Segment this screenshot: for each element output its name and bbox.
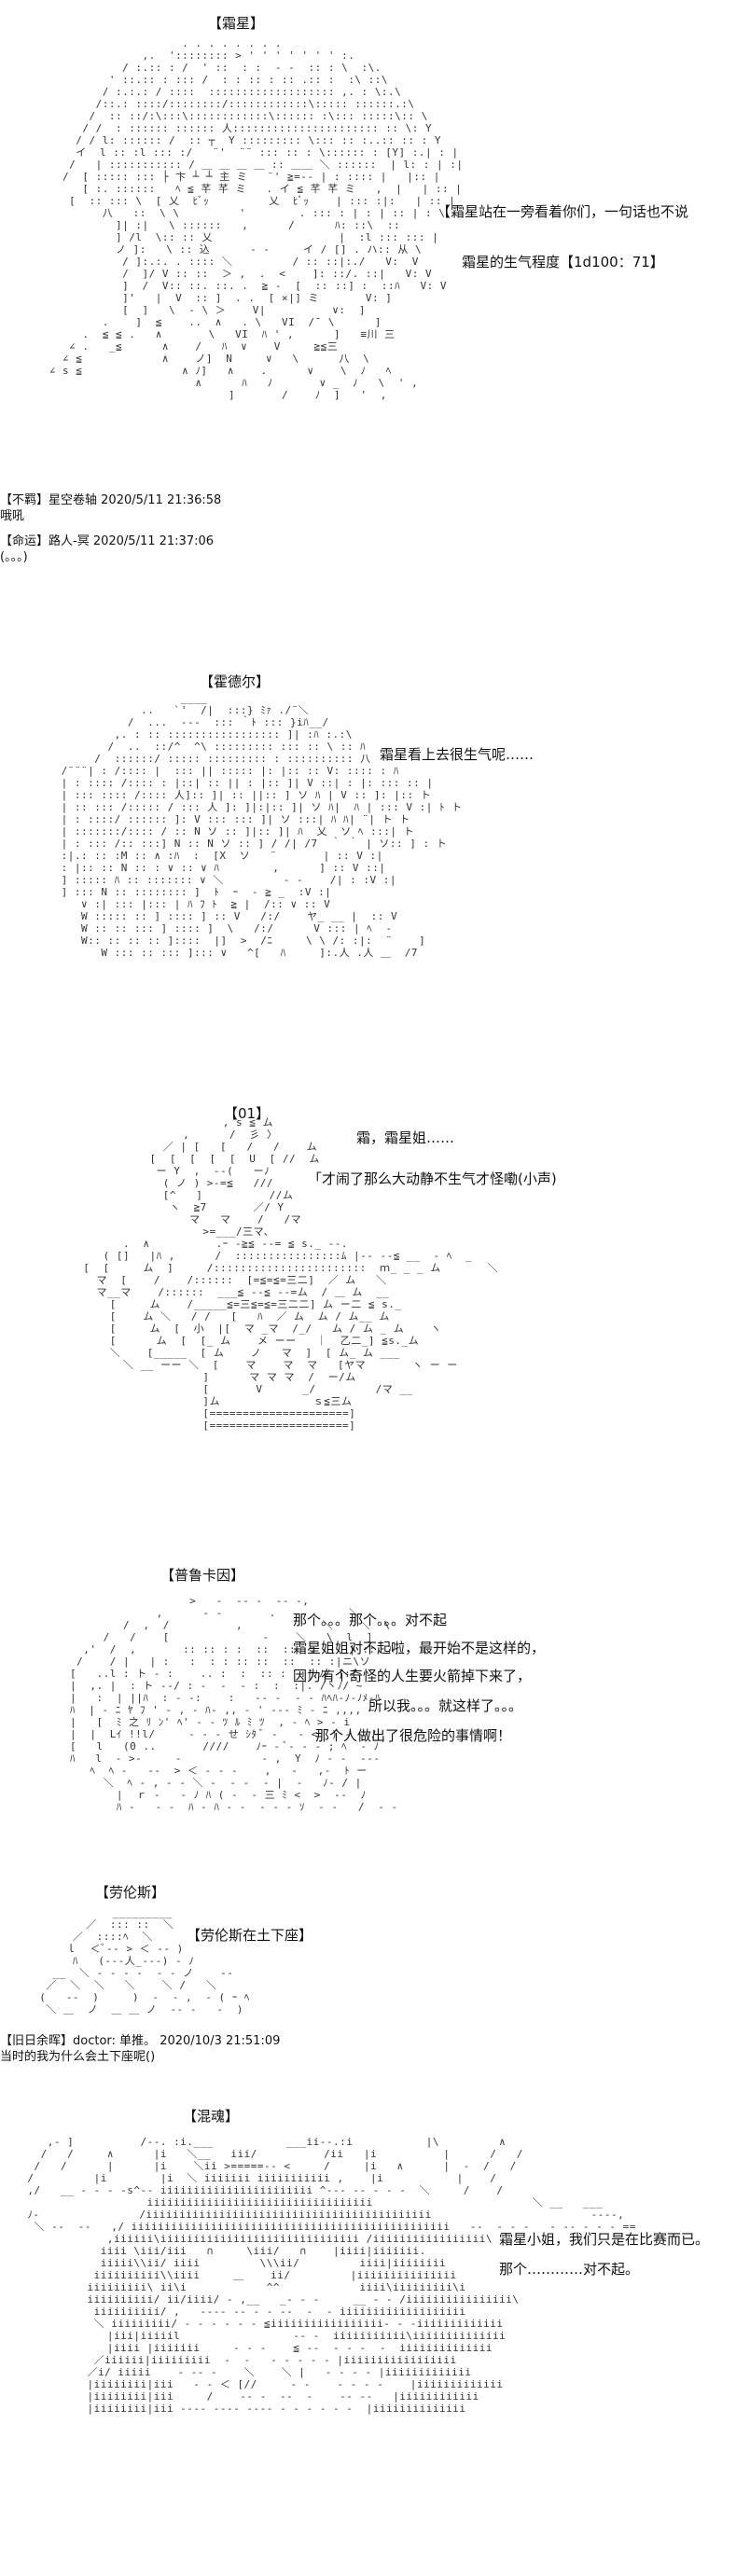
comment-time: 2020/5/11 21:36:58 xyxy=(101,493,222,507)
dialog-line: 霜星的生气程度【1d100：71】 xyxy=(462,254,664,270)
dialog-line: 所以我。。。就这样了。。。 xyxy=(368,1697,523,1714)
comment-block-2: 【旧日余晖】doctor: 单推。 2020/10/3 21:51:09 当时的… xyxy=(0,2031,736,2078)
ascii-art-shuangxing: . . . . . . . . ,. ':::::::: > ' ' ' ' '… xyxy=(49,37,464,401)
speaker-label: 【普鲁卡因】 xyxy=(160,1567,245,1584)
panel-procaine: 【普鲁卡因】 > ‐ ‐‐ ‐ ‐‐ ‐, , ‐ ‐ . ＼ / , / , … xyxy=(0,1558,736,1865)
dialog-line: 【劳伦斯在土下座】 xyxy=(187,1927,313,1944)
dialog-line: 霜星姐姐对不起啦，最开始不是这样的， xyxy=(293,1640,546,1656)
comment-block-1: 【不羁】星空卷轴 2020/5/11 21:36:58 哦吼 【命运】路人-冥 … xyxy=(0,490,736,592)
comment-header: 【命运】路人-冥 2020/5/11 21:37:06 xyxy=(0,533,214,549)
ascii-art-hodor: ____ .. ̀ ' /| :::} ﾐｧ ./¨＼ / ... --- ::… xyxy=(61,692,463,959)
dialog-line: 那个人做出了很危险的事情啊！ xyxy=(315,1727,512,1744)
ascii-art-procaine: > ‐ ‐‐ ‐ ‐‐ ‐, , ‐ ‐ . ＼ / , / , ＼ ＼ \ /… xyxy=(69,1595,398,1813)
speaker-label: 【混魂】 xyxy=(183,2108,240,2125)
speaker-label: 【霍德尔】 xyxy=(200,673,271,690)
comment-header: 【旧日余晖】doctor: 单推。 2020/10/3 21:51:09 xyxy=(0,2033,280,2049)
dialog-line: 「才闹了那么大动静不生气才怪嘞(小声) xyxy=(308,1170,557,1187)
dialog-line: 那个…………对不起。 xyxy=(499,2261,640,2278)
dialog-line: 霜星看上去很生气呢…… xyxy=(380,746,535,763)
speaker-label: 【01】 xyxy=(224,1105,271,1122)
dialog-line: 那个。。。那个。。。对不起 xyxy=(293,1612,448,1628)
ascii-art-lawrence: _________ ／ ::: :: ＼ ／ ::::ﾍ ＼ ｌ ＜ﾞ‐‐ > … xyxy=(39,1906,250,2015)
comment-header: 【不羁】星空卷轴 2020/5/11 21:36:58 xyxy=(0,492,221,508)
comment-user: 【命运】路人-冥 xyxy=(0,534,90,548)
panel-hunhun: 【混魂】 ,‐ ] /‐‐. :i.___ ___ii‐‐.:i |\ ∧ / … xyxy=(0,2098,736,2576)
dialog-line: 因为有个奇怪的人生要火箭掉下来了， xyxy=(293,1668,532,1684)
speaker-label: 【霜星】 xyxy=(208,15,265,32)
ascii-art-01: , s ≦ ム , / 彡 〉 ／ | [ [ / / ム [ [ [ [ [ … xyxy=(83,1116,499,1432)
comment-time: 2020/5/11 21:37:06 xyxy=(92,534,215,548)
speaker-label: 【劳伦斯】 xyxy=(95,1884,166,1901)
panel-shuangxing: 【霜星】 . . . . . . . . ,. ':::::::: > ' ' … xyxy=(0,0,736,485)
dialog-line: 【霜星站在一旁看着你们，一句话也不说 xyxy=(437,203,689,220)
panel-hodor: 【霍德尔】 ____ .. ̀ ' /| :::} ﾐｧ ./¨＼ / ... … xyxy=(0,662,736,1073)
dialog-line: 霜，霜星姐…… xyxy=(356,1129,455,1146)
comment-text: 哦吼 xyxy=(0,509,25,523)
dialog-line: 霜星小姐，我们只是在比赛而已。 xyxy=(499,2231,710,2248)
comment-user: 【旧日余晖】doctor: 单推。 xyxy=(0,2034,157,2048)
panel-01: 【01】 , s ≦ ム , / 彡 〉 ／ | [ [ / / ム [ [ [… xyxy=(0,1096,736,1525)
comment-text: (。。。) xyxy=(0,550,28,564)
comment-user: 【不羁】星空卷轴 xyxy=(0,493,98,507)
comment-text: 当时的我为什么会土下座呢() xyxy=(0,2050,156,2064)
panel-lawrence: 【劳伦斯】 _________ ／ ::: :: ＼ ／ ::::ﾍ ＼ ｌ ＜… xyxy=(0,1875,736,2024)
comment-time: 2020/10/3 21:51:09 xyxy=(160,2034,281,2048)
ascii-art-hunhun: ,‐ ] /‐‐. :i.___ ___ii‐‐.:i |\ ∧ / / ∧ |… xyxy=(27,2136,636,2415)
